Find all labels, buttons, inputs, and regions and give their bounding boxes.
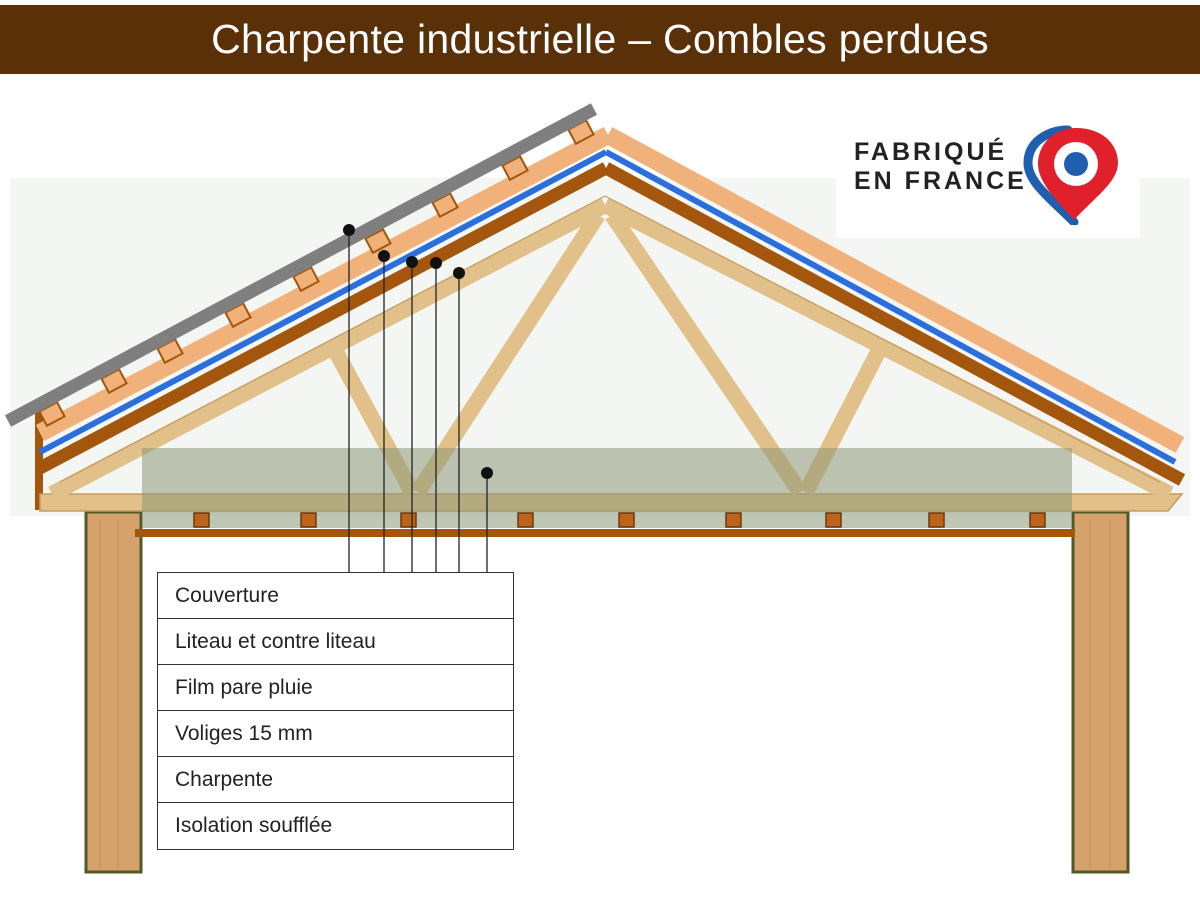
truss-web-2 [411,210,605,497]
page-title: Charpente industrielle – Combles perdues [211,16,989,62]
batten-left [35,127,613,441]
legend-row-charpente: Charpente [158,757,513,803]
roof-covering [4,103,598,427]
legend-label: Liteau et contre liteau [175,629,376,653]
counter-batten [292,265,320,293]
leader-dot [453,267,465,279]
joist [618,512,635,528]
map-pin-icon [1023,125,1118,225]
truss-right-rafter [601,197,1174,502]
leader-dot [378,250,390,262]
counter-batten [100,367,128,395]
boards-right [602,162,1186,486]
joist [300,512,317,528]
counter-batten [431,191,459,219]
counter-batten [224,301,252,329]
badge-line-2: EN FRANCE [854,167,1027,195]
ceiling-beam [135,529,1075,537]
leader-dot [406,256,418,268]
legend-row-voliges: Voliges 15 mm [158,711,513,757]
legend-table: Couverture Liteau et contre liteau Film … [157,572,514,850]
left-end-wall [35,410,43,510]
batten-right [603,127,1185,453]
insulation-layer [142,448,1072,528]
legend-label: Charpente [175,767,274,791]
rain-film-left [38,149,608,455]
joist [1029,512,1046,528]
legend-row-film: Film pare pluie [158,665,513,711]
joist [928,512,945,528]
truss-left-rafter [48,197,609,502]
left-post [84,510,143,874]
boards-left [36,162,610,474]
truss-web-3 [605,210,807,497]
right-post [1071,510,1130,874]
made-in-france-badge: FABRIQUÉ EN FRANCE [836,108,1140,238]
legend-label: Couverture [175,583,279,607]
counter-batten [364,227,392,255]
joist [725,512,742,528]
leader-dot [481,467,493,479]
legend-row-isolation: Isolation soufflée [158,803,513,849]
badge-line-1: FABRIQUÉ [854,138,1008,166]
legend-row-couverture: Couverture [158,573,513,619]
leader-dot [343,224,355,236]
joist [517,512,534,528]
rain-film-right [604,149,1177,465]
legend-label: Isolation soufflée [175,814,333,837]
joist [193,512,210,528]
joist [825,512,842,528]
leader-dot [430,257,442,269]
legend-label: Film pare pluie [175,675,313,699]
counter-batten [501,154,529,182]
legend-label: Voliges 15 mm [175,721,313,745]
title-bar: Charpente industrielle – Combles perdues [0,5,1200,74]
legend-row-liteau: Liteau et contre liteau [158,619,513,665]
badge-text: FABRIQUÉ EN FRANCE [854,138,1027,196]
joist [400,512,417,528]
